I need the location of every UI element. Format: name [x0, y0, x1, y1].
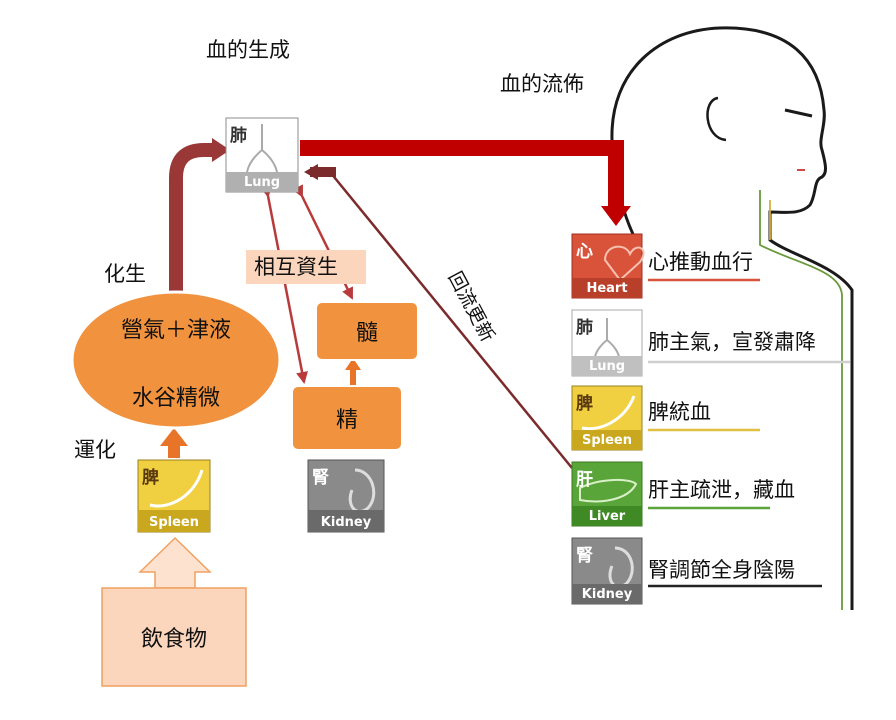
lung-tile-right: 肺 Lung — [572, 310, 642, 376]
essence-to-marrow-arrow — [345, 358, 361, 386]
marrow-box — [315, 301, 419, 361]
mutual-generation-label: 相互資生 — [254, 255, 338, 279]
lung-en: Lung — [243, 175, 281, 190]
essence-box — [291, 385, 403, 451]
liver-tile: 肝 Liver — [572, 462, 642, 526]
lung-function: 肺主氣，宣發肅降 — [648, 330, 816, 354]
kidney-function: 腎調節全身陰陽 — [648, 558, 795, 582]
spleen-to-shuigu-arrow — [160, 428, 188, 458]
liver-zh: 肝 — [576, 470, 593, 490]
spleen-en: Spleen — [148, 515, 199, 530]
heart-tile: 心 Heart — [572, 234, 642, 298]
lung-zh: 肺 — [230, 126, 247, 146]
kidney-zh: 腎 — [312, 468, 329, 488]
marrow-label: 髓 — [355, 321, 378, 346]
transformation-label: 化生 — [104, 262, 146, 286]
kidney-zh-right: 腎 — [576, 546, 593, 566]
spleen-zh-right: 脾 — [576, 394, 593, 414]
ying-jinye-label: 營氣＋津液 — [120, 318, 231, 343]
liver-function: 肝主疏泄，藏血 — [648, 478, 795, 502]
food-box — [101, 587, 247, 687]
kidney-en: Kidney — [320, 515, 372, 530]
spleen-zh: 脾 — [142, 468, 159, 488]
shuigu-label: 水谷精微 — [131, 386, 220, 411]
transport-label: 運化 — [74, 438, 116, 462]
desc-underlines — [648, 278, 850, 588]
essence-label: 精 — [335, 408, 358, 433]
spleen-en-right: Spleen — [581, 433, 632, 448]
nutrient-ellipse — [70, 290, 282, 430]
food-label: 飲食物 — [140, 627, 207, 652]
human-silhouette — [610, 26, 854, 610]
spleen-tile-right: 脾 Spleen — [572, 386, 642, 450]
lung-to-heart-arrow — [300, 140, 631, 226]
kidney-tile-left: 腎 Kidney — [308, 460, 384, 532]
organ-icons — [137, 117, 645, 605]
kidney-tile-right: 腎 Kidney — [572, 538, 642, 604]
heart-en: Heart — [586, 281, 628, 296]
heart-zh: 心 — [576, 242, 593, 262]
lung-essence-arrow — [260, 185, 308, 384]
liver-to-lung-arrow — [304, 164, 573, 469]
heart-function: 心推動血行 — [648, 250, 753, 274]
vessel-lines — [759, 169, 843, 610]
lung-en-right: Lung — [588, 359, 626, 374]
mutual-label-bg — [246, 250, 366, 284]
liver-en: Liver — [588, 509, 626, 524]
blood-formation-title: 血的生成 — [206, 38, 290, 62]
spleen-function: 脾統血 — [648, 400, 711, 424]
lung-zh-right: 肺 — [576, 318, 593, 338]
blood-distribution-title: 血的流佈 — [500, 72, 584, 96]
kidney-en-right: Kidney — [581, 587, 633, 602]
lung-tile-left: 肺 Lung — [226, 118, 298, 192]
return-renewal-label: 回流更新 — [444, 268, 499, 345]
spleen-tile-left: 脾 Spleen — [138, 460, 210, 532]
ying-to-lung-arrow — [169, 138, 230, 296]
food-hollow-arrow — [138, 536, 212, 589]
